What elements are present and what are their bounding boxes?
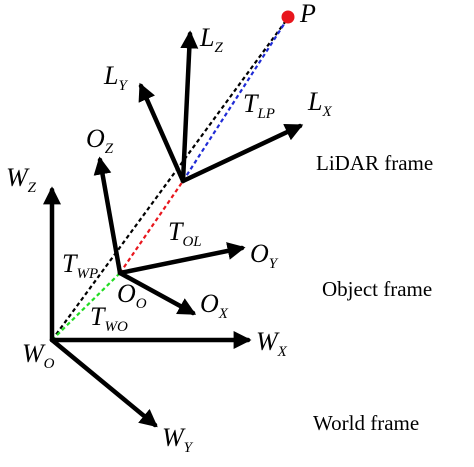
object-z-axis (93, 156, 123, 276)
lidar-y-label: LY (103, 61, 128, 94)
t-wp-label: TWP (62, 249, 98, 282)
t-ol-line (119, 180, 184, 274)
lidar-x-label: LX (307, 87, 332, 120)
world-x-label: WX (256, 327, 288, 360)
t-wo-line (51, 272, 121, 341)
object-x-axis (117, 270, 197, 316)
lidar-z-label: LZ (199, 23, 223, 56)
point-p-marker (281, 10, 295, 24)
object-frame-label: Object frame (322, 277, 432, 301)
world-frame-label: World frame (313, 411, 419, 435)
object-y-label: OY (250, 239, 279, 272)
world-origin-label: WO (22, 339, 55, 372)
object-z-label: OZ (86, 124, 114, 157)
world-y-label: WY (162, 423, 194, 456)
world-y-axis (49, 337, 158, 428)
lidar-x-axis (180, 123, 304, 184)
t-lp-line (182, 17, 289, 182)
t-wo-label: TWO (90, 302, 128, 335)
world-z-label: WZ (6, 163, 37, 196)
object-y-axis (117, 242, 246, 276)
t-wp-line (51, 17, 289, 341)
lidar-z-axis (180, 30, 199, 184)
point-p-label: P (299, 0, 316, 28)
object-x-label: OX (200, 289, 229, 322)
lidar-y-axis (138, 82, 186, 184)
t-ol-label: TOL (168, 217, 202, 250)
t-lp-label: TLP (243, 89, 275, 122)
object-origin-label: OO (117, 279, 147, 312)
lidar-frame-label: LiDAR frame (316, 151, 433, 175)
